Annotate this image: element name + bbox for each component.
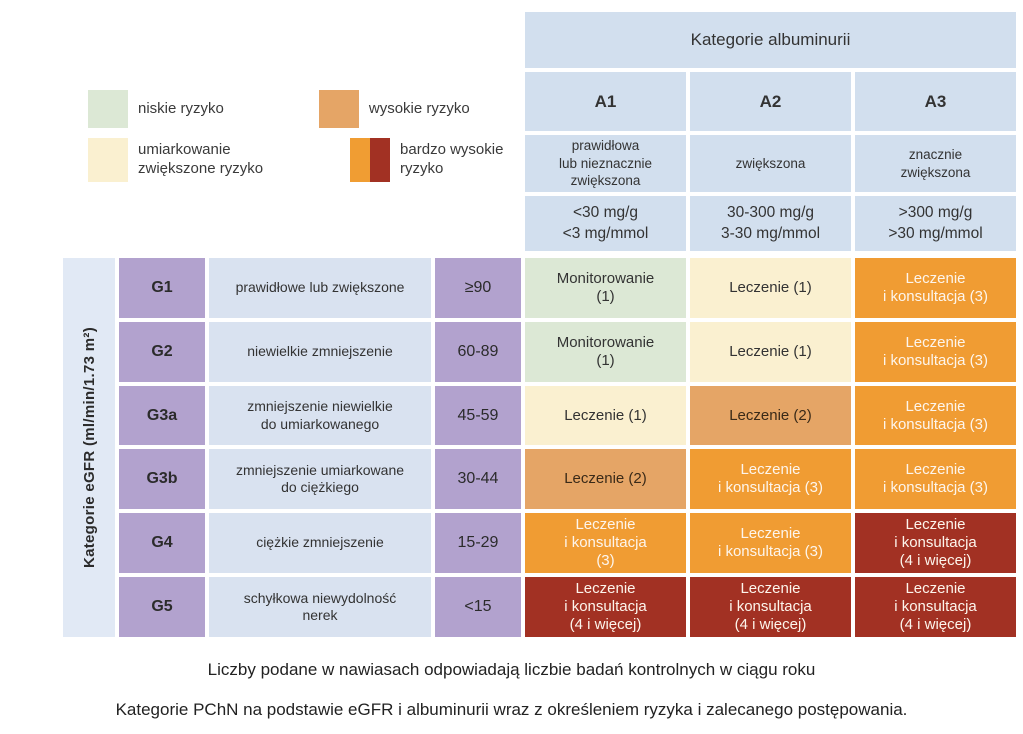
- very-high-risk-swatch-red: [370, 138, 391, 182]
- legend-item-moderate-risk: umiarkowanie zwiększone ryzyko: [88, 138, 263, 182]
- figure-title: Kategorie PChN na podstawie eGFR i album…: [115, 700, 908, 719]
- cell-g3a-a1: Leczenie (1): [525, 385, 686, 446]
- cell-g3b-a1: Leczenie (2): [525, 449, 686, 510]
- legend-item-low-risk: niskie ryzyko: [88, 90, 224, 128]
- cell-g4-a3: Leczenie i konsultacja (4 i więcej): [855, 513, 1016, 574]
- cell-g2-a2: Leczenie (1): [690, 321, 851, 382]
- very-high-risk-swatch-orange: [350, 138, 371, 182]
- moderate-risk-swatch: [88, 138, 128, 182]
- legend-label: niskie ryzyko: [138, 99, 224, 117]
- cell-g3a-a3: Leczenie i konsultacja (3): [855, 385, 1016, 446]
- very-high-risk-swatch: [350, 138, 391, 182]
- albuminuria-col-a3-description: znacznie zwiększona: [855, 135, 1016, 192]
- row-g5-range: <15: [435, 577, 521, 637]
- legend-label: bardzo wysokie ryzyko: [400, 141, 504, 177]
- cell-g5-a3: Leczenie i konsultacja (4 i więcej): [855, 577, 1016, 637]
- albuminuria-col-a1-code: A1: [525, 72, 686, 131]
- cell-g1-a2: Leczenie (1): [690, 258, 851, 318]
- egfr-axis-strip: Kategorie eGFR (ml/min/1.73 m²): [63, 258, 115, 637]
- row-g1-range: ≥90: [435, 258, 521, 318]
- row-g5-code: G5: [119, 577, 205, 637]
- cell-g1-a3: Leczenie i konsultacja (3): [855, 258, 1016, 318]
- cell-g3b-a2: Leczenie i konsultacja (3): [690, 449, 851, 510]
- cell-g2-a3: Leczenie i konsultacja (3): [855, 321, 1016, 382]
- albuminuria-col-a3-code: A3: [855, 72, 1016, 131]
- cell-g3b-a3: Leczenie i konsultacja (3): [855, 449, 1016, 510]
- row-g2-description: niewielkie zmniejszenie: [209, 321, 431, 382]
- row-g3b-code: G3b: [119, 449, 205, 510]
- risk-legend: niskie ryzyko wysokie ryzyko umiarkowani…: [88, 90, 508, 192]
- row-g3a-range: 45-59: [435, 385, 521, 446]
- row-g4-code: G4: [119, 513, 205, 574]
- legend-label: wysokie ryzyko: [368, 99, 470, 117]
- cell-g5-a1: Leczenie i konsultacja (4 i więcej): [525, 577, 686, 637]
- albuminuria-col-a2-description: zwiększona: [690, 135, 851, 192]
- row-g2-range: 60-89: [435, 321, 521, 382]
- egfr-axis-label: Kategorie eGFR (ml/min/1.73 m²): [80, 326, 98, 568]
- albuminuria-col-a3-values: >300 mg/g >30 mg/mmol: [855, 196, 1016, 251]
- row-g3b-description: zmniejszenie umiarkowane do ciężkiego: [209, 449, 431, 510]
- row-g1-description: prawidłowe lub zwiększone: [209, 258, 431, 318]
- albuminuria-col-a1-description: prawidłowa lub nieznacznie zwiększona: [525, 135, 686, 192]
- row-g3a-description: zmniejszenie niewielkie do umiarkowanego: [209, 385, 431, 446]
- albuminuria-col-a2-values: 30-300 mg/g 3-30 mg/mmol: [690, 196, 851, 251]
- low-risk-swatch: [88, 90, 128, 128]
- albuminuria-col-a2-code: A2: [690, 72, 851, 131]
- figure-note: Liczby podane w nawiasach odpowiadają li…: [207, 660, 816, 679]
- legend-item-very-high-risk: bardzo wysokie ryzyko: [350, 138, 503, 182]
- row-g3a-code: G3a: [119, 385, 205, 446]
- albuminuria-title: Kategorie albuminurii: [525, 12, 1016, 68]
- albuminuria-header: Kategorie albuminurii A1 A2 A3 prawidłow…: [525, 12, 1016, 251]
- row-g3b-range: 30-44: [435, 449, 521, 510]
- high-risk-swatch: [318, 90, 359, 128]
- row-g4-range: 15-29: [435, 513, 521, 574]
- cell-g4-a2: Leczenie i konsultacja (3): [690, 513, 851, 574]
- cell-g1-a1: Monitorowanie (1): [525, 258, 686, 318]
- cell-g5-a2: Leczenie i konsultacja (4 i więcej): [690, 577, 851, 637]
- cell-g4-a1: Leczenie i konsultacja (3): [525, 513, 686, 574]
- cell-g3a-a2: Leczenie (2): [690, 385, 851, 446]
- row-g4-description: ciężkie zmniejszenie: [209, 513, 431, 574]
- legend-item-high-risk: wysokie ryzyko: [318, 90, 470, 128]
- row-g1-code: G1: [119, 258, 205, 318]
- cell-g2-a1: Monitorowanie (1): [525, 321, 686, 382]
- legend-label: umiarkowanie zwiększone ryzyko: [138, 141, 264, 177]
- row-g2-code: G2: [119, 321, 205, 382]
- risk-matrix-table: Kategorie eGFR (ml/min/1.73 m²) G1 prawi…: [63, 258, 1016, 637]
- albuminuria-col-a1-values: <30 mg/g <3 mg/mmol: [525, 196, 686, 251]
- row-g5-description: schyłkowa niewydolność nerek: [209, 577, 431, 637]
